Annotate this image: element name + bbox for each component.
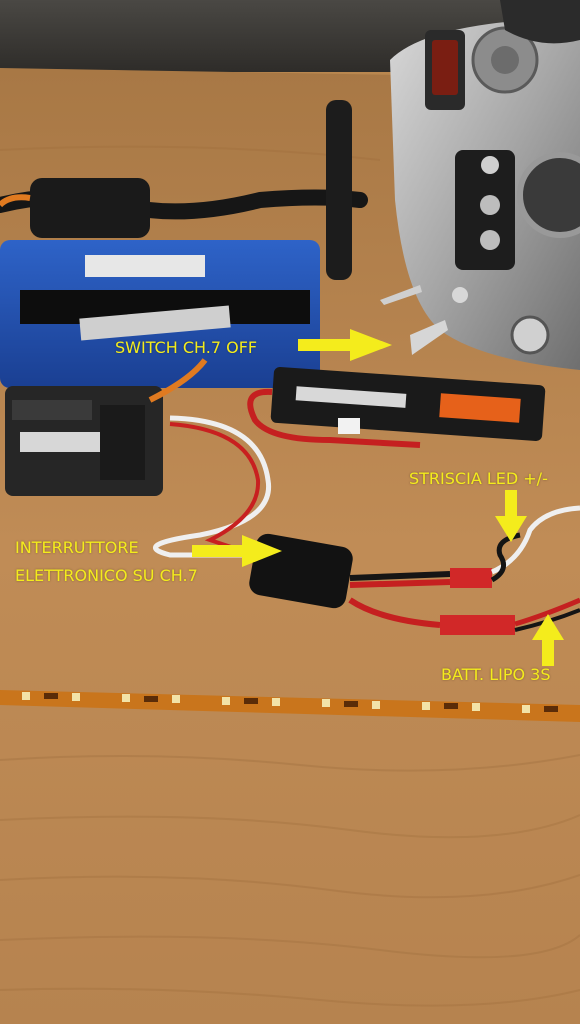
rc-transmitter	[380, 0, 580, 370]
jst-connector-led	[450, 568, 492, 588]
blue-battery-pack	[0, 240, 320, 388]
switch-to-led-black	[349, 571, 451, 581]
arrow-batt	[532, 614, 564, 666]
annotation-batteria: BATT. LIPO 3S	[441, 665, 551, 684]
annotation-striscia-led: STRISCIA LED +/-	[409, 469, 548, 488]
signal-wire-white	[153, 415, 272, 558]
arrow-switch	[298, 329, 392, 361]
antenna	[326, 100, 352, 280]
receiver-servo-wire	[148, 358, 208, 403]
annotation-switch: SWITCH CH.7 OFF	[115, 338, 258, 357]
batt-lead	[514, 597, 580, 627]
signal-wire-red	[169, 422, 271, 562]
lipo-red-lead	[247, 388, 421, 448]
switch-to-led-red	[349, 579, 451, 588]
arrow-led	[495, 490, 527, 542]
switch-to-batt-red	[348, 597, 441, 628]
led-strip	[0, 690, 580, 722]
annotation-arrows	[192, 329, 564, 666]
wood-grain	[0, 145, 580, 1007]
jst-connector-batt	[440, 615, 515, 635]
annotation-interruttore-line1: INTERRUTTORE	[15, 538, 139, 557]
annotation-interruttore-line2: ELETTRONICO SU CH.7	[15, 566, 198, 585]
led-wire-black	[490, 532, 521, 583]
led-wire-white	[490, 505, 580, 575]
arrow-interruttore	[192, 535, 282, 567]
lipo-battery	[270, 366, 546, 442]
rc-receiver	[5, 386, 163, 496]
cable-connector	[30, 178, 150, 238]
orange-servo-wire	[0, 194, 31, 208]
